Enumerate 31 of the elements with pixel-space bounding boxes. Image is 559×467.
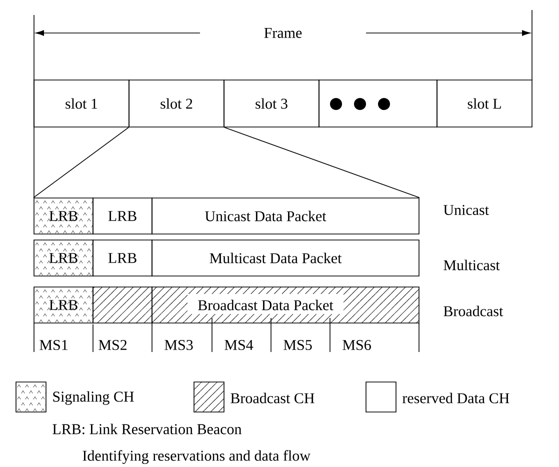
slot-box: slot 3 [224,80,320,128]
legend-text: Broadcast CH [230,392,314,404]
slot-box [318,80,438,128]
minislot-label: MS2 [98,340,127,350]
signaling-cell: LRB [34,240,94,276]
note-text: LRB: Link Reservation Beacon [52,424,242,434]
packet-cell: LRB [92,240,152,276]
legend-text: Signaling CH [53,391,134,405]
slot-box: slot 1 [34,80,130,128]
legend-text: reserved Data CH [402,392,510,404]
signaling-cell: LRB [34,286,94,324]
row-label: Unicast [444,204,489,216]
broadcast-cell: Broadcast Data Packet [152,286,420,324]
minislot-label: MS4 [224,340,254,350]
packet-cell: LRB [92,198,152,234]
note-text: Identifying reservations and data flow [82,450,310,464]
minislot-label: MS1 [40,340,68,350]
zoom-line [33,127,129,198]
packet-cell: Multicast Data Packet [152,240,420,276]
slot-box: slot 2 [128,80,224,128]
signaling-cell: LRB [34,198,94,234]
dimension-label: Frame [264,28,302,38]
minislot-label: MS5 [284,340,312,350]
slot-box: slot L [436,80,532,128]
packet-cell: Unicast Data Packet [152,198,420,234]
row-label: Broadcast [444,306,504,316]
row-label: Multicast [444,260,500,270]
minislot-label: MS6 [342,340,371,350]
zoom-line [224,127,420,198]
broadcast-cell [92,286,152,324]
minislot-label: MS3 [164,340,193,350]
